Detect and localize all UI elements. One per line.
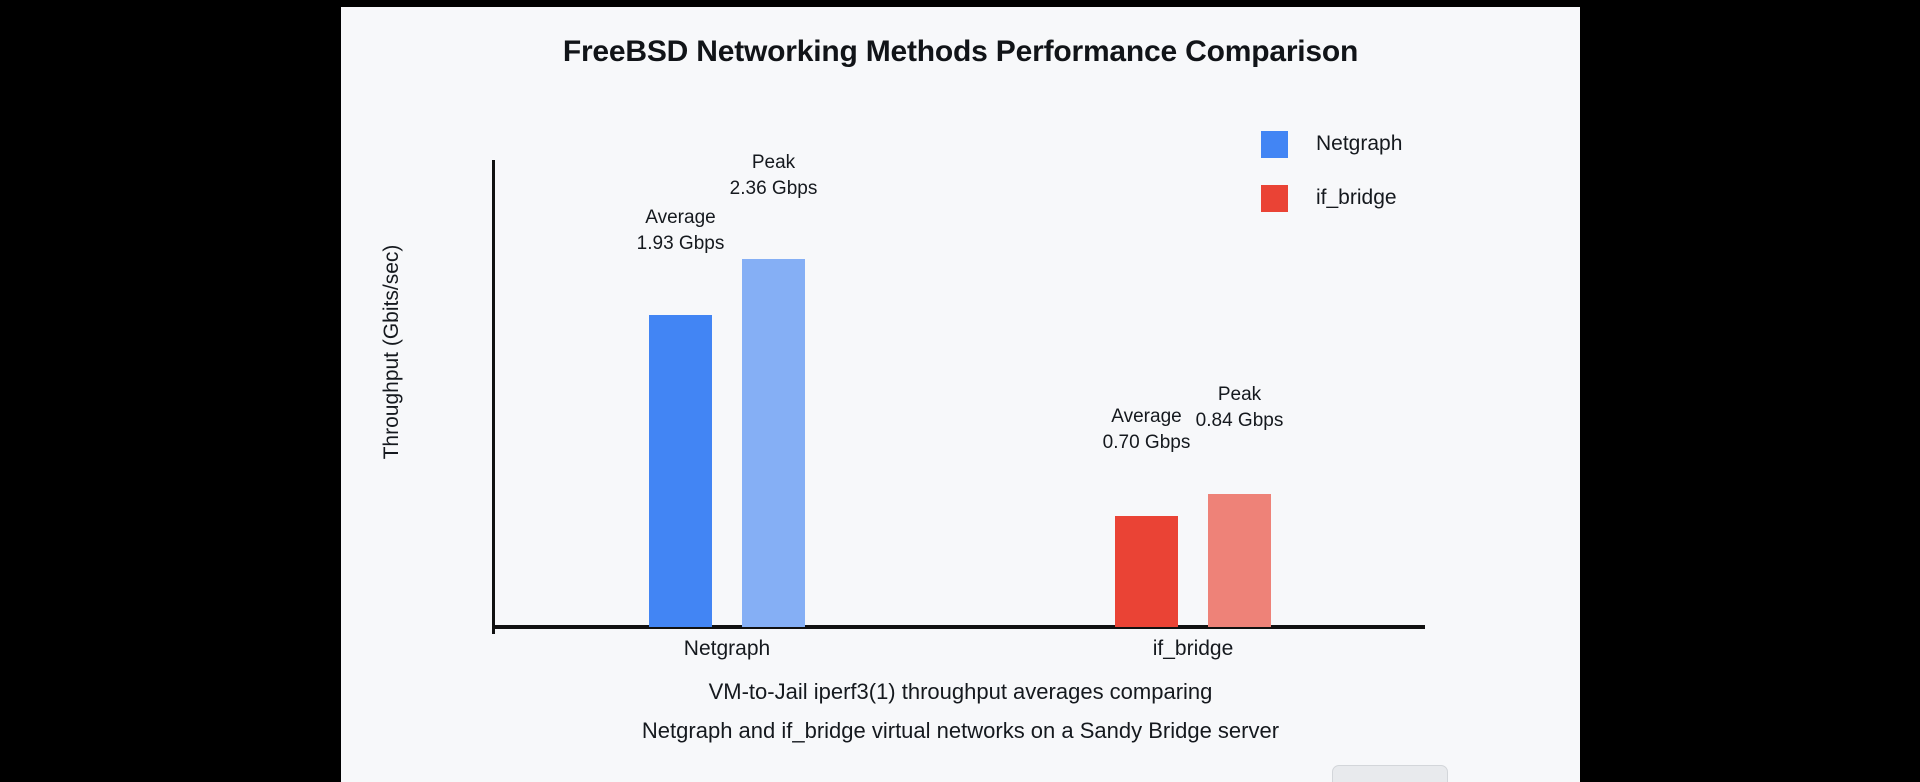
bar-netgraph-average[interactable]	[649, 315, 712, 627]
plot-area: Throughput (Gbits/sec) Average 1.93 Gbps…	[341, 7, 1580, 782]
caption-line-1: VM-to-Jail iperf3(1) throughput averages…	[708, 679, 1213, 704]
annot-title-if-bridge-average: Average	[1111, 406, 1182, 427]
y-axis-line	[492, 160, 495, 634]
x-tick-label-if-bridge: if_bridge	[1152, 637, 1234, 660]
legend-swatch-netgraph-icon	[1261, 130, 1288, 158]
bar-netgraph-peak[interactable]	[742, 259, 805, 627]
page-title: FreeBSD Networking Methods Performance C…	[562, 35, 1359, 68]
x-axis-line	[492, 625, 1425, 629]
bar-annotation-if-bridge-peak: Peak 0.84 Gbps	[1158, 382, 1321, 434]
annot-value-if-bridge-peak: 0.84 Gbps	[1195, 410, 1284, 431]
bar-annotation-netgraph-average: Average 1.93 Gbps	[599, 205, 762, 257]
annot-title-netgraph-peak: Peak	[751, 152, 796, 173]
chart-caption: VM-to-Jail iperf3(1) throughput averages…	[341, 672, 1580, 750]
annot-value-netgraph-peak: 2.36 Gbps	[729, 178, 818, 199]
x-tick-label-netgraph: Netgraph	[683, 637, 771, 660]
annot-value-netgraph-average: 1.93 Gbps	[636, 233, 725, 254]
slide-canvas: FreeBSD Networking Methods Performance C…	[341, 7, 1580, 782]
caption-line-2: Netgraph and if_bridge virtual networks …	[641, 718, 1280, 743]
legend-label-if-bridge: if_bridge	[1316, 186, 1397, 209]
bar-annotation-netgraph-peak: Peak 2.36 Gbps	[692, 150, 855, 202]
bottom-toolbar-button[interactable]	[1332, 765, 1448, 782]
bar-if-bridge-average[interactable]	[1115, 516, 1178, 627]
bar-annotation-if-bridge-average: Average 0.70 Gbps	[1065, 404, 1228, 456]
bars-container: Average 1.93 Gbps Peak 2.36 Gbps Average…	[341, 7, 1580, 627]
bar-if-bridge-peak[interactable]	[1208, 494, 1271, 627]
annot-title-netgraph-average: Average	[645, 207, 716, 228]
legend-label-netgraph: Netgraph	[1316, 132, 1403, 155]
legend-item-if-bridge[interactable]: if_bridge	[1261, 171, 1561, 225]
annot-value-if-bridge-average: 0.70 Gbps	[1102, 432, 1191, 453]
legend-swatch-if-bridge-icon	[1261, 184, 1288, 212]
legend-item-netgraph[interactable]: Netgraph	[1261, 117, 1561, 171]
annot-title-if-bridge-peak: Peak	[1217, 384, 1262, 405]
chart-legend: Netgraph if_bridge	[1261, 117, 1561, 225]
